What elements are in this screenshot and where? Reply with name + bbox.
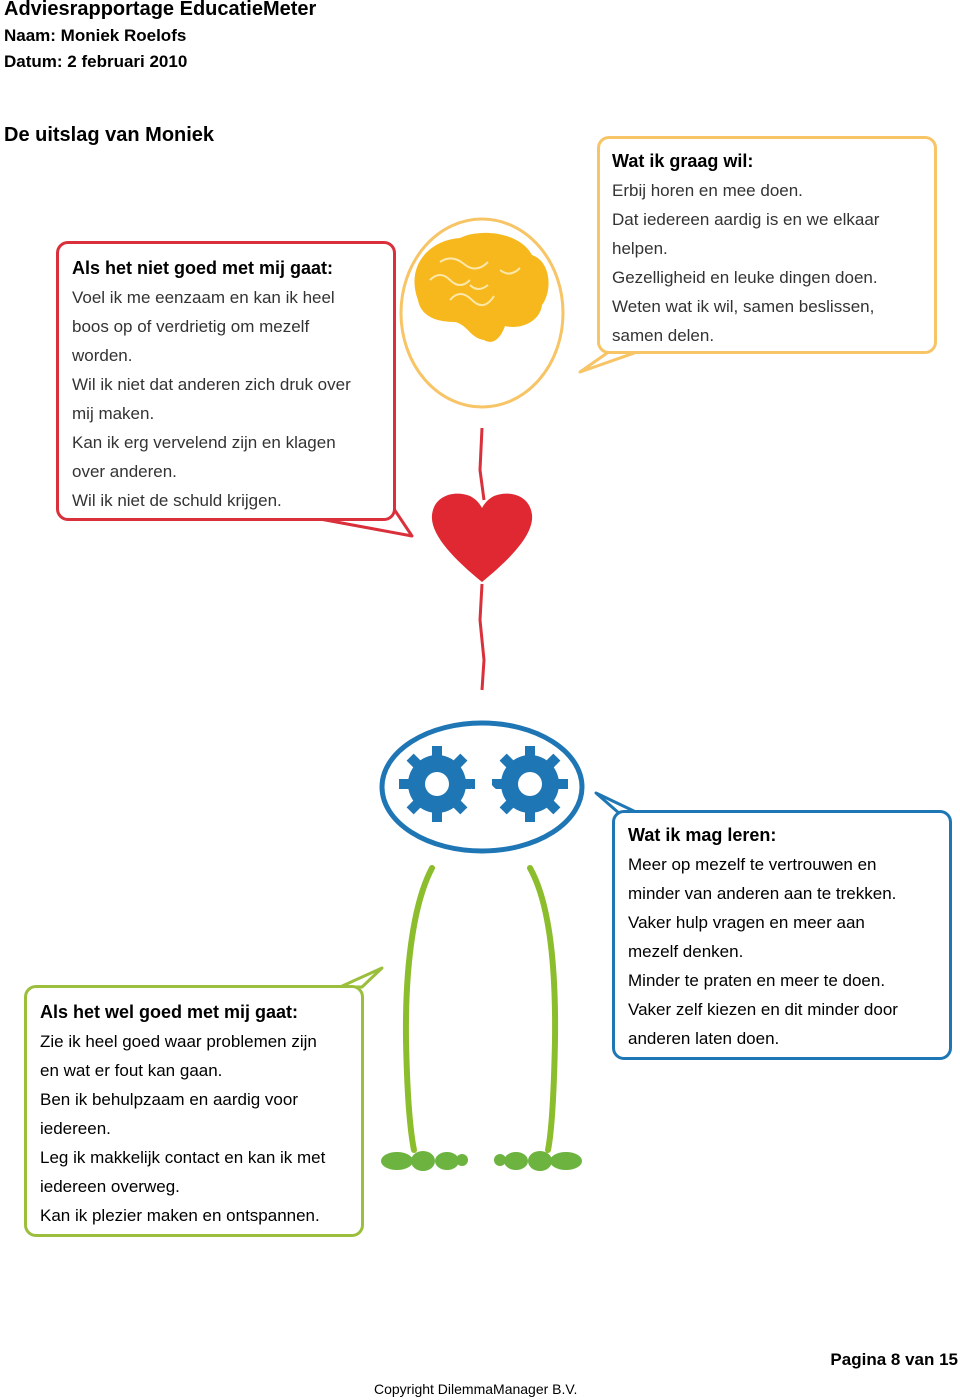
want-line-5: Weten wat ik wil, samen beslissen,	[612, 297, 875, 316]
positive-line-2: en wat er fout kan gaan.	[40, 1061, 223, 1080]
negative-bubble: Als het niet goed met mij gaat: Voel ik …	[56, 241, 396, 521]
negative-line-5: mij maken.	[72, 404, 155, 423]
learn-line-1: Meer op mezelf te vertrouwen en	[628, 855, 877, 874]
want-bubble-title: Wat ik graag wil:	[612, 151, 754, 171]
learn-line-6: Vaker zelf kiezen en dit minder door	[628, 1000, 898, 1019]
learn-line-2: minder van anderen aan te trekken.	[628, 884, 897, 903]
page-number: Pagina 8 van 15	[830, 1350, 958, 1369]
positive-line-6: iedereen overweg.	[40, 1177, 180, 1196]
negative-bubble-title: Als het niet goed met mij gaat:	[72, 258, 334, 278]
right-leg	[527, 865, 559, 1153]
want-line-4: Gezelligheid en leuke dingen doen.	[612, 268, 878, 287]
positive-line-4: iedereen.	[40, 1119, 111, 1138]
want-bubble-tail	[578, 349, 642, 374]
copyright-notice: Copyright DilemmaManager B.V.	[374, 1381, 578, 1397]
negative-line-2: boos op of verdrietig om mezelf	[72, 317, 310, 336]
negative-line-7: over anderen.	[72, 462, 177, 481]
negative-line-6: Kan ik erg vervelend zijn en klagen	[72, 433, 336, 452]
want-line-3: helpen.	[612, 239, 668, 258]
positive-line-5: Leg ik makkelijk contact en kan ik met	[40, 1148, 326, 1167]
positive-line-7: Kan ik plezier maken en ontspannen.	[40, 1206, 320, 1225]
want-line-6: samen delen.	[612, 326, 715, 345]
student-name: Naam: Moniek Roelofs	[4, 26, 187, 45]
report-date: Datum: 2 februari 2010	[4, 52, 188, 71]
positive-line-1: Zie ik heel goed waar problemen zijn	[40, 1032, 317, 1051]
negative-line-3: worden.	[72, 346, 133, 365]
brain-icon	[399, 217, 565, 409]
gears-icon	[379, 720, 585, 854]
learn-line-3: Vaker hulp vragen en meer aan	[628, 913, 865, 932]
learn-line-4: mezelf denken.	[628, 942, 744, 961]
negative-line-8: Wil ik niet de schuld krijgen.	[72, 491, 282, 510]
feet-icon	[381, 1151, 582, 1171]
section-title: De uitslag van Moniek	[4, 124, 215, 146]
learn-line-7: anderen laten doen.	[628, 1029, 780, 1048]
negative-line-1: Voel ik me eenzaam en kan ik heel	[72, 288, 335, 307]
left-leg	[402, 865, 435, 1153]
want-bubble: Wat ik graag wil: Erbij horen en mee doe…	[597, 136, 937, 354]
learn-bubble-title: Wat ik mag leren:	[628, 825, 777, 845]
learn-bubble: Wat ik mag leren: Meer op mezelf te vert…	[612, 810, 952, 1060]
report-title: Adviesrapportage EducatieMeter	[4, 0, 317, 20]
positive-bubble: Als het wel goed met mij gaat: Zie ik he…	[24, 985, 364, 1237]
positive-line-3: Ben ik behulpzaam en aardig voor	[40, 1090, 298, 1109]
negative-line-4: Wil ik niet dat anderen zich druk over	[72, 375, 351, 394]
positive-bubble-title: Als het wel goed met mij gaat:	[40, 1002, 299, 1022]
want-line-2: Dat iedereen aardig is en we elkaar	[612, 210, 880, 229]
upper-spine	[478, 427, 486, 501]
lower-spine	[478, 583, 486, 691]
want-line-1: Erbij horen en mee doen.	[612, 181, 803, 200]
learn-line-5: Minder te praten en meer te doen.	[628, 971, 886, 990]
heart-icon	[431, 493, 533, 582]
